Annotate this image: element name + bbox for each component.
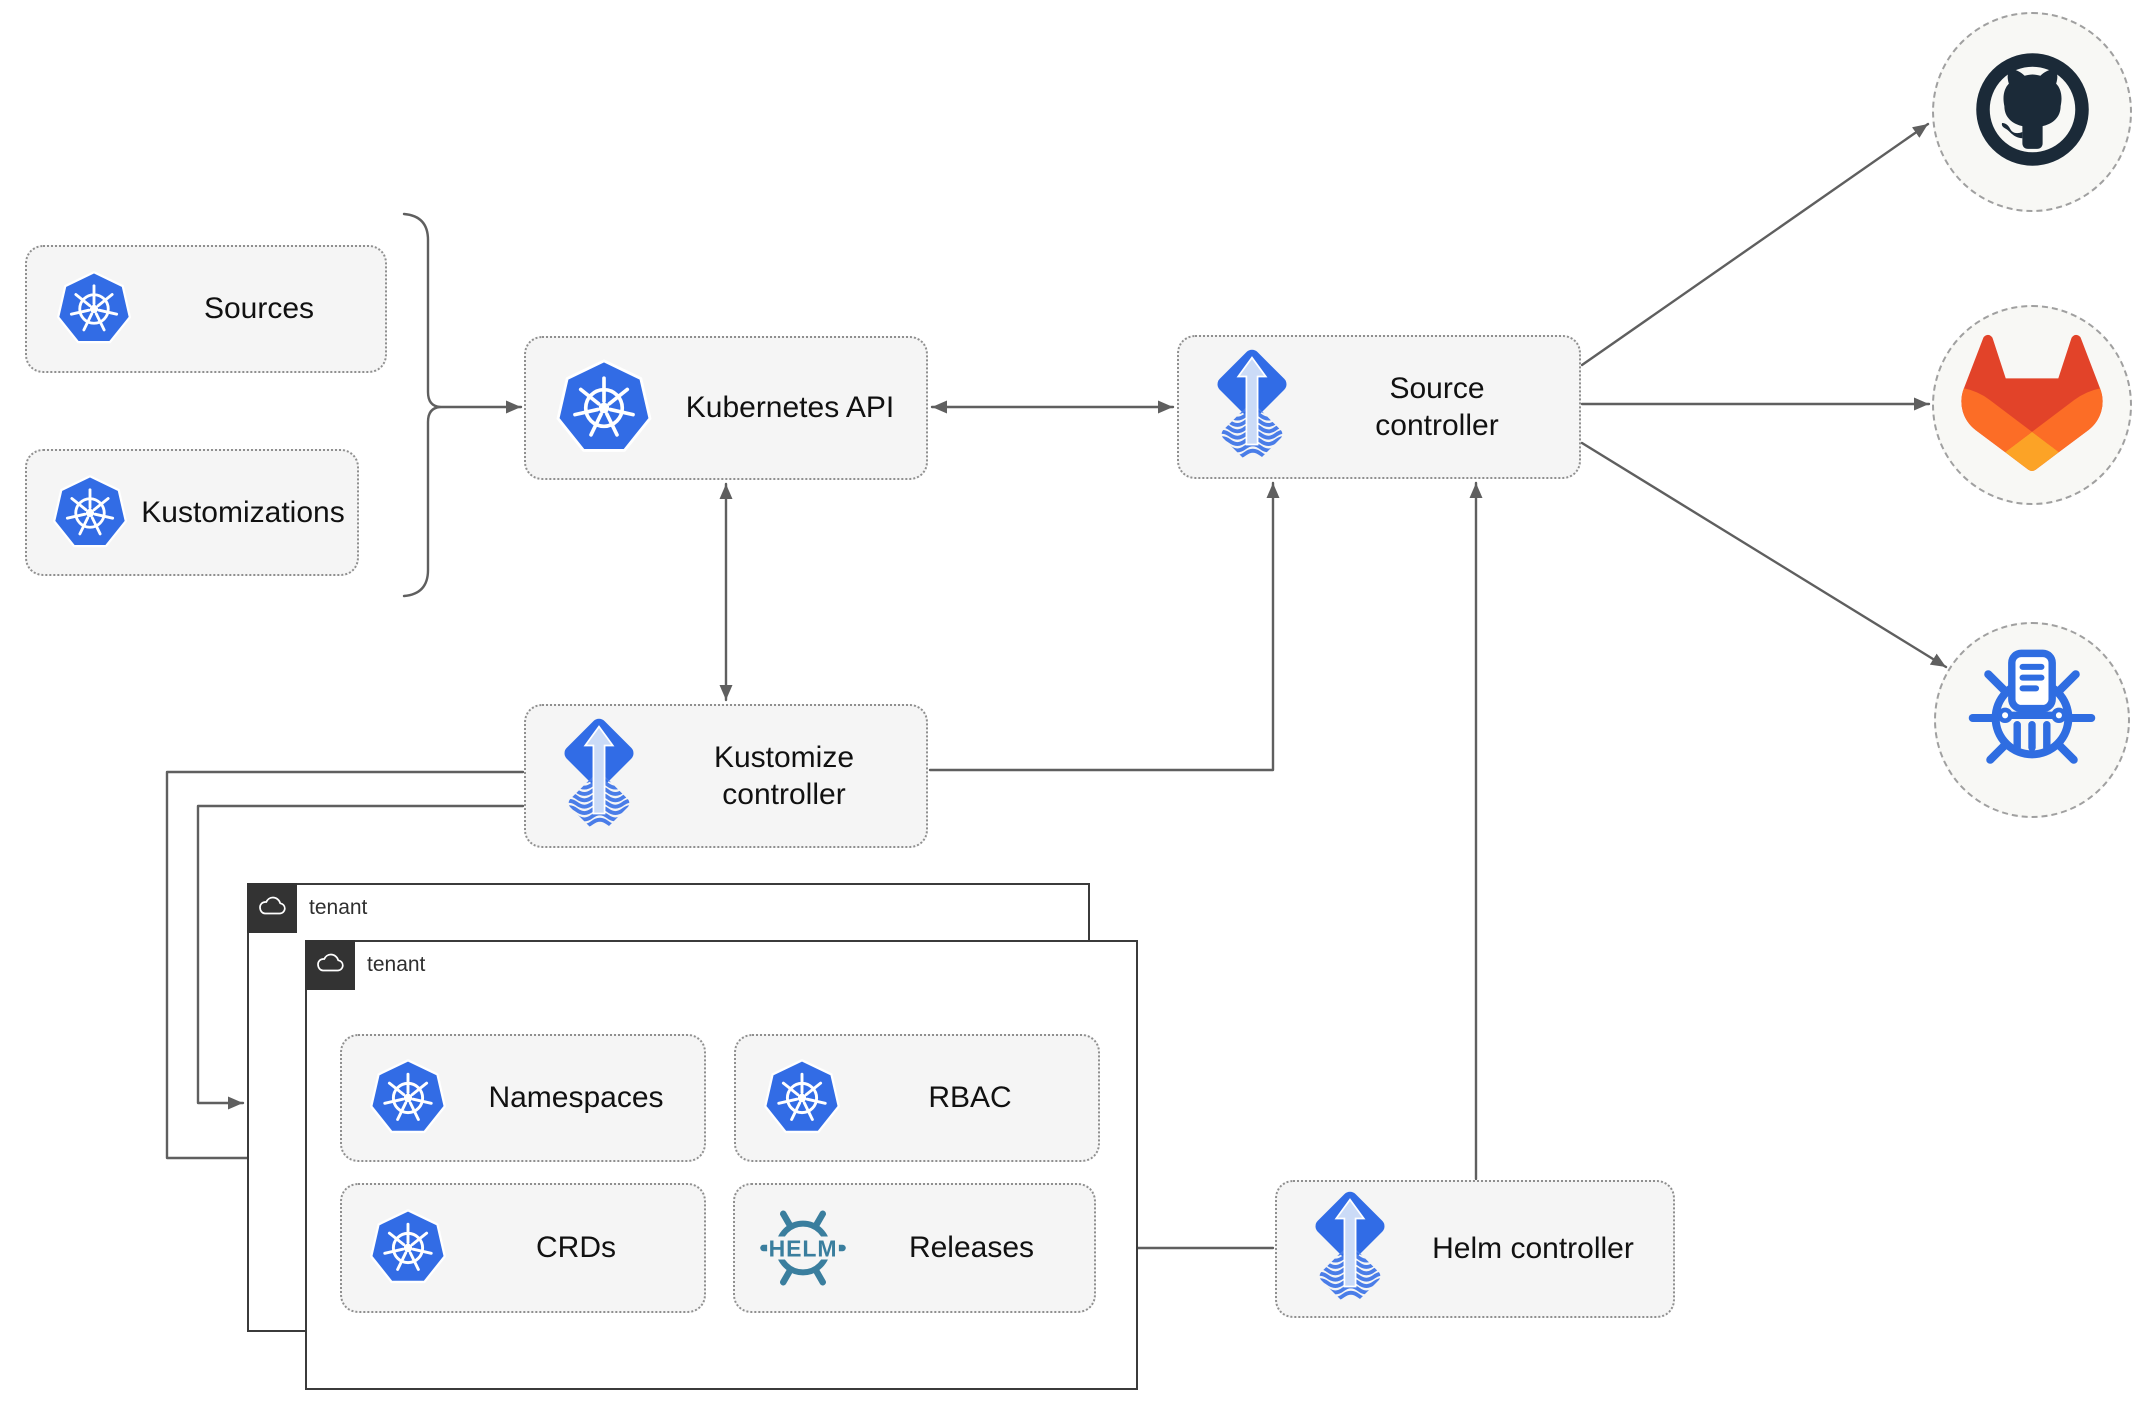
helm-icon: HELM [757, 1202, 849, 1294]
cloud-icon [314, 951, 346, 980]
bracket-sources-group [402, 212, 442, 598]
source-controller-label: Source controller [1375, 371, 1499, 443]
rbac-label: RBAC [928, 1081, 1012, 1115]
node-rbac: RBAC [734, 1034, 1100, 1162]
edge-source-to-github [1580, 122, 1930, 367]
node-sources: Sources [25, 245, 387, 373]
kubernetes-icon [554, 358, 654, 458]
kustomize-controller-label: Kustomize controller [713, 740, 855, 812]
tenant-back-label: tenant [309, 896, 368, 919]
chartmuseum-icon [1962, 648, 2102, 793]
sources-label: Sources [203, 292, 315, 326]
node-namespaces: Namespaces [340, 1034, 706, 1162]
kubernetes-api-label: Kubernetes API [685, 391, 895, 425]
node-kubernetes-api: Kubernetes API [524, 336, 928, 480]
helm-controller-label: Helm controller [1432, 1232, 1634, 1266]
kustomizations-label: Kustomizations [141, 495, 345, 529]
kubernetes-icon [368, 1058, 448, 1138]
flux-icon [556, 712, 642, 839]
node-kustomizations: Kustomizations [25, 449, 359, 576]
tenant-front-label: tenant [367, 953, 426, 976]
crds-label: CRDs [536, 1231, 616, 1265]
releases-label: Releases [908, 1231, 1035, 1265]
endpoint-gitlab [1932, 305, 2132, 505]
flux-icon [1307, 1185, 1393, 1312]
github-icon [1965, 42, 2100, 182]
endpoint-chartmuseum [1934, 622, 2130, 818]
node-releases: HELM Releases [733, 1183, 1096, 1313]
edge-kustomize-to-tenant-front [165, 770, 525, 1165]
edge-kustomize-to-tenant-back [196, 804, 525, 1110]
kubernetes-icon [51, 474, 129, 552]
edge-kustomize-to-source-controller [928, 481, 1280, 772]
node-crds: CRDs [340, 1183, 706, 1313]
cloud-icon [256, 894, 288, 923]
kubernetes-icon [368, 1208, 448, 1288]
node-kustomize-controller: Kustomize controller [524, 704, 928, 848]
node-helm-controller: Helm controller [1275, 1180, 1675, 1318]
endpoint-github [1932, 12, 2132, 212]
flux-icon [1209, 343, 1295, 470]
gitlab-icon [1957, 328, 2107, 483]
kubernetes-icon [762, 1058, 842, 1138]
tenant-back-tab [247, 883, 297, 933]
tenant-front-tab [305, 940, 355, 990]
node-source-controller: Source controller [1177, 335, 1581, 479]
namespaces-label: Namespaces [488, 1081, 664, 1115]
svg-text:HELM: HELM [769, 1235, 838, 1261]
kubernetes-icon [55, 270, 133, 348]
edge-source-to-chartmuseum [1580, 441, 1948, 669]
tenant-group-front: tenant [305, 940, 1138, 1390]
